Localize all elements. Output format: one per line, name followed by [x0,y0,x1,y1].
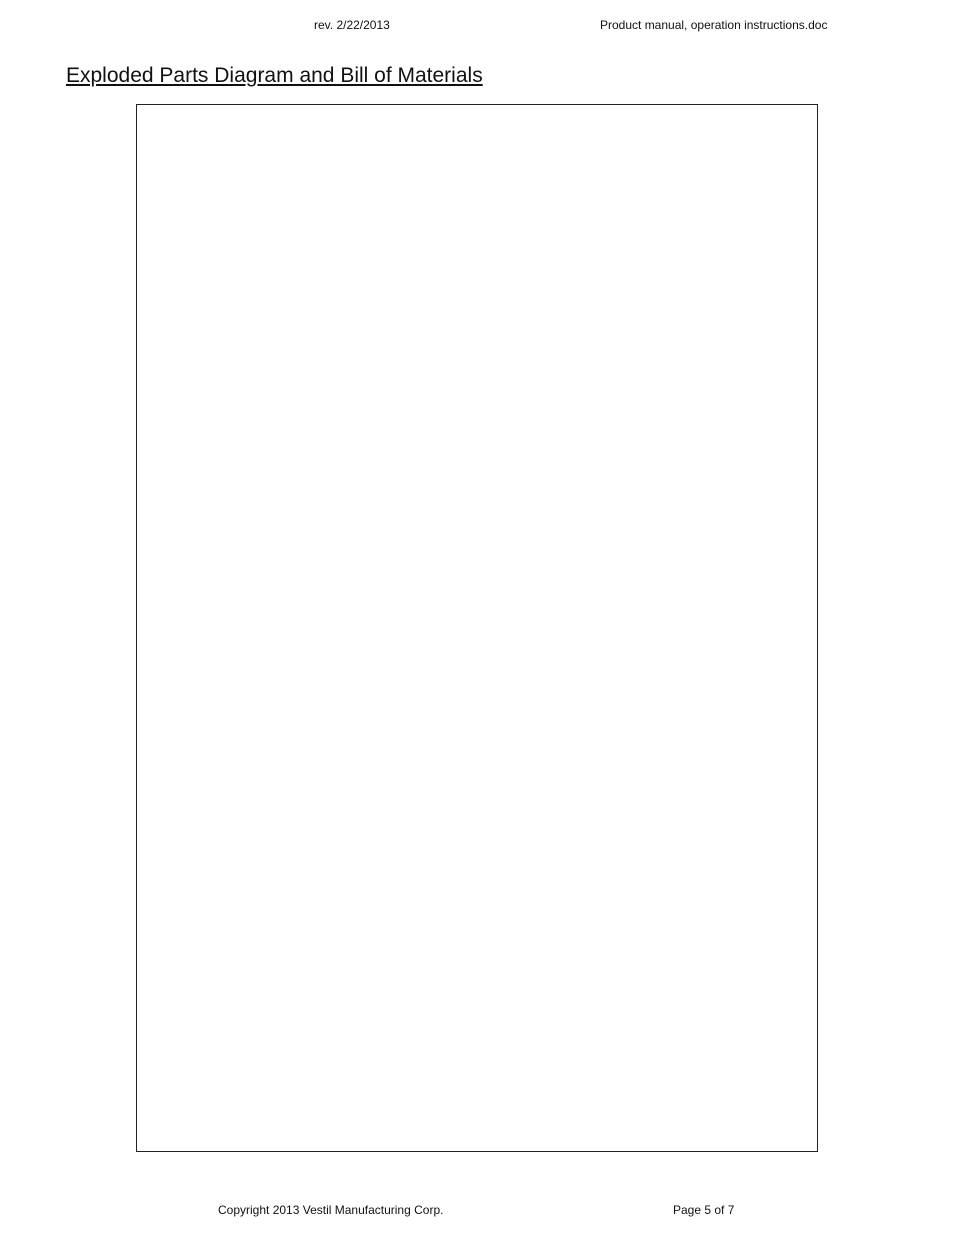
exploded-parts-drawing [136,104,818,1152]
footer-page-number: Page 5 of 7 [673,1203,735,1217]
page-title: Exploded Parts Diagram and Bill of Mater… [66,64,483,87]
header-revision-date: rev. 2/22/2013 [314,18,390,32]
header-document-name: Product manual, operation instructions.d… [600,18,828,32]
footer-copyright: Copyright 2013 Vestil Manufacturing Corp… [218,1203,444,1217]
